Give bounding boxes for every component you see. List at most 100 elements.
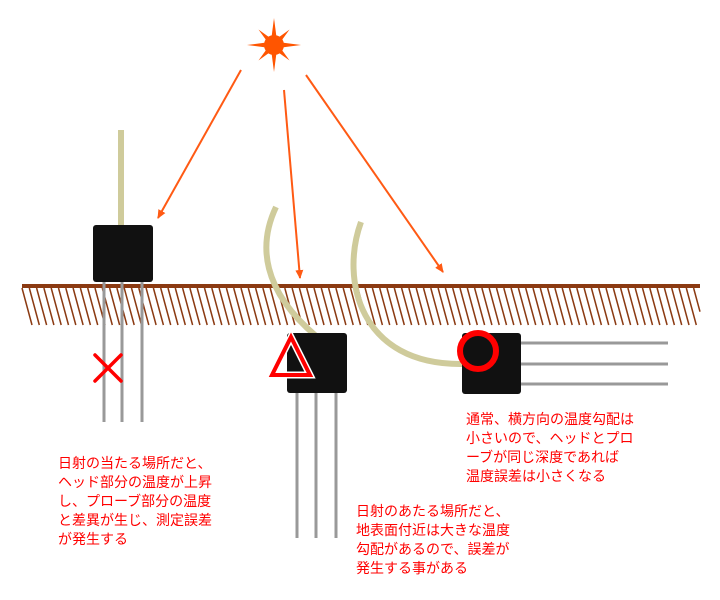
note-line: が発生する (58, 532, 128, 548)
hatch-line (79, 287, 92, 326)
hatch-line (488, 287, 500, 326)
hatch-line (138, 287, 150, 326)
hatch-line (43, 287, 55, 326)
note-line: 地表面付近は大きな温度 (356, 523, 510, 539)
note-line: 温度誤差は小さくなる (466, 469, 606, 485)
hatch-line (57, 287, 70, 326)
cable (263, 205, 318, 339)
hatch-line (437, 287, 449, 326)
hatch-line (349, 287, 362, 326)
sensor-buried-horizontal (350, 220, 668, 394)
sensor-head (93, 225, 153, 282)
hatch-line (408, 287, 420, 326)
hatch-line (364, 287, 376, 326)
hatch-line (605, 287, 617, 326)
hatch-line (590, 287, 603, 326)
sunlight-arrow-1 (157, 69, 242, 219)
triangle-mark-stroke (268, 332, 314, 377)
hatch-line (86, 287, 99, 326)
hatch-line (430, 287, 442, 326)
hatch-line (50, 287, 62, 326)
hatch-line (554, 287, 566, 326)
hatch-line (422, 287, 435, 326)
hatch-line (415, 287, 427, 326)
hatch-line (181, 287, 194, 326)
note-line: 小さいので、ヘッドとプロ (466, 431, 634, 447)
hatch-line (378, 287, 391, 326)
hatch-line (649, 287, 661, 326)
cross-mark-icon (93, 353, 123, 383)
hatch-line (196, 287, 208, 326)
hatch-line (678, 287, 690, 326)
note-line: ーブが同じ深度であれば (466, 450, 620, 466)
hatch-line (663, 287, 676, 326)
sunlight-arrow-3 (305, 74, 444, 273)
hatch-line (305, 287, 318, 326)
note-line: ヘッド部分の温度が上昇 (58, 475, 212, 491)
hatch-line (225, 287, 238, 326)
hatch-line (670, 287, 683, 326)
hatch-line (35, 287, 48, 326)
hatch-line (269, 287, 281, 326)
hatch-line (342, 287, 354, 326)
hatch-line (444, 287, 457, 326)
cable (350, 220, 463, 368)
hatch-line (159, 287, 172, 326)
hatch-line (145, 287, 157, 326)
hatch-line (313, 287, 325, 326)
hatch-line (174, 287, 187, 326)
hatch-line (108, 287, 121, 326)
hatch-line (152, 287, 165, 326)
probes (295, 392, 338, 538)
hatch-line (28, 287, 41, 326)
hatch-line (371, 287, 384, 326)
hatch-line (189, 287, 201, 326)
hatch-line (203, 287, 216, 326)
hatch-line (495, 287, 508, 326)
probes (102, 281, 144, 422)
hatch-line (473, 287, 486, 326)
hatch-line (130, 287, 143, 326)
hatch-line (400, 287, 413, 326)
hatch-line (532, 287, 544, 326)
hatch-line (503, 287, 515, 326)
note-line: と差異が生じ、測定誤差 (58, 513, 212, 529)
sun-icon (247, 18, 301, 72)
hatch-line (612, 287, 625, 326)
hatch-line (524, 287, 537, 326)
note-line: 日射の当たる場所だと、 (58, 456, 212, 472)
hatch-line (641, 287, 654, 326)
hatch-line (619, 287, 632, 326)
hatch-line (634, 287, 646, 326)
hatch-line (561, 287, 573, 326)
hatch-line (466, 287, 479, 326)
note-line: 通常、横方向の温度勾配は (466, 412, 634, 428)
hatch-line (583, 287, 595, 326)
hatch-line (576, 287, 588, 326)
note-buried-vertical-sensor: 日射のあたる場所だと、 地表面付近は大きな温度 勾配があるので、誤差が 発生する… (356, 503, 510, 579)
note-vertical-sensor: 日射の当たる場所だと、 ヘッド部分の温度が上昇 し、プローブ部分の温度 と差異が… (58, 455, 212, 550)
note-line: 発生する事がある (356, 561, 468, 577)
hatch-line (262, 287, 274, 326)
hatch-line (72, 287, 84, 326)
hatch-line (597, 287, 610, 326)
hatch-line (218, 287, 230, 326)
hatch-line (247, 287, 260, 326)
hatch-line (692, 287, 701, 312)
hatch-line (167, 287, 179, 326)
hatch-line (21, 287, 33, 326)
sensor-above-ground (93, 130, 153, 422)
sunlight-arrow-2 (283, 89, 304, 279)
hatch-line (510, 287, 522, 326)
hatch-line (656, 287, 668, 326)
ground-hatching (21, 287, 701, 326)
cable (118, 130, 124, 226)
hatch-line (211, 287, 223, 326)
hatch-line (386, 287, 398, 326)
hatch-line (627, 287, 639, 326)
hatch-line (298, 287, 311, 326)
hatch-line (335, 287, 347, 326)
probes (520, 341, 668, 386)
